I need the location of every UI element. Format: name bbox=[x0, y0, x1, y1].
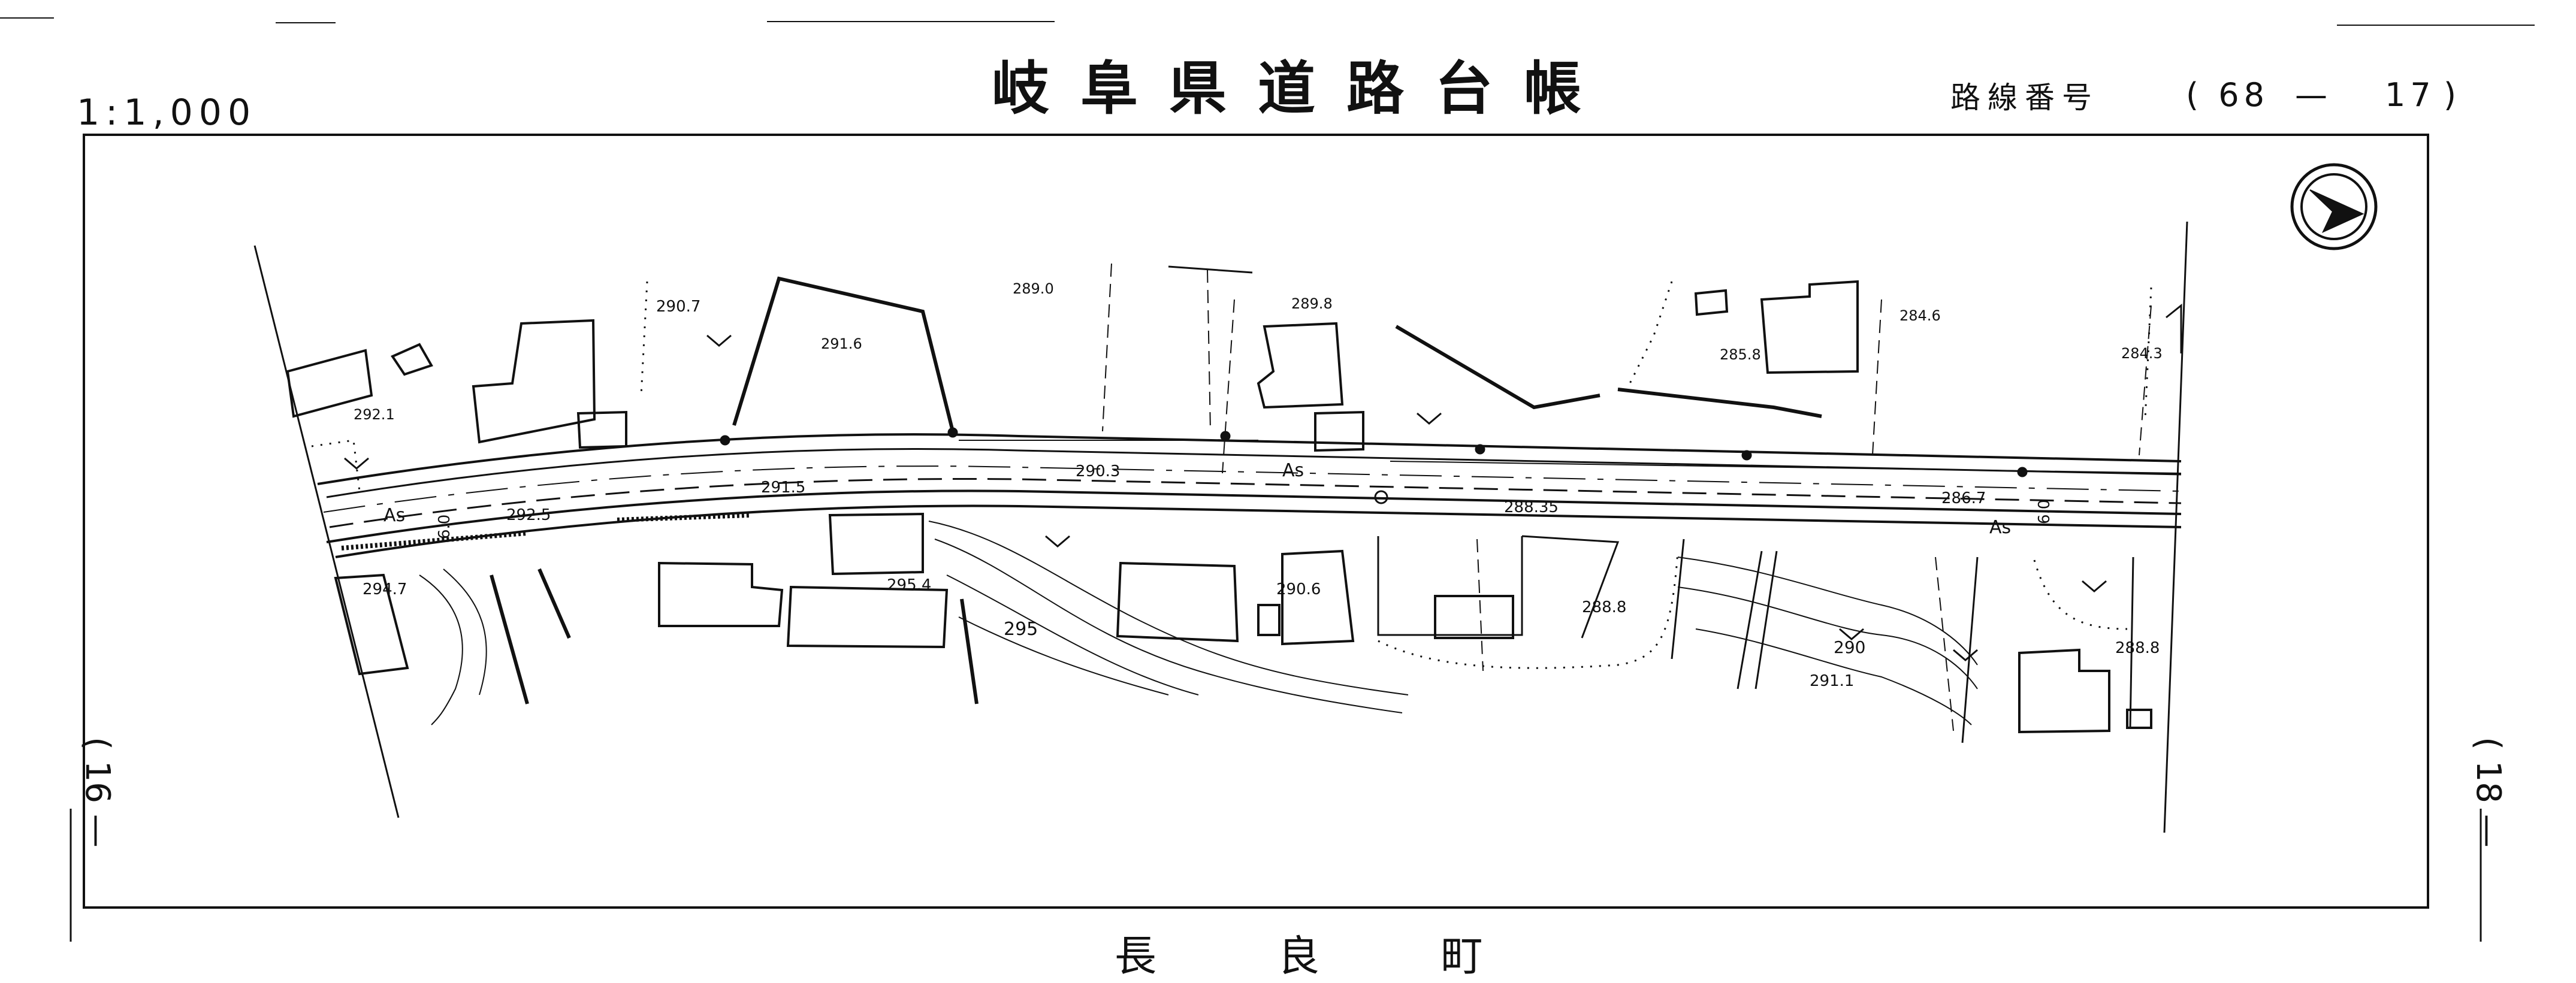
route-number-minor: 17 bbox=[2385, 76, 2436, 114]
parcel-lines bbox=[1168, 265, 2182, 743]
elevation-label: 295.4 bbox=[887, 576, 931, 594]
page-title: 岐阜県道路台帳 bbox=[992, 55, 1612, 122]
elevation-label: 284.3 bbox=[2121, 345, 2163, 362]
map-scale: 1:1,000 bbox=[77, 92, 257, 134]
contour-lines bbox=[419, 521, 1978, 725]
elevation-label: 286.7 bbox=[1941, 489, 1986, 507]
elevation-label: 284.6 bbox=[1899, 307, 1941, 324]
elevation-label: 290.3 bbox=[1076, 462, 1120, 480]
route-open-paren: ( bbox=[2186, 76, 2204, 114]
drawing-left-boundary bbox=[253, 245, 400, 818]
buildings-south bbox=[334, 512, 2152, 734]
guardrail-marks bbox=[341, 440, 2182, 551]
route-close-paren: ) bbox=[2444, 76, 2457, 114]
elevation-label: 291.5 bbox=[761, 479, 805, 497]
buildings-north bbox=[286, 280, 1859, 452]
surface-label: As bbox=[1282, 460, 1304, 481]
elevation-label: 285.8 bbox=[1720, 346, 1761, 363]
elevation-label: 291.6 bbox=[821, 335, 862, 352]
elevation-label: 288.35 bbox=[1504, 498, 1559, 516]
elevation-label: 294.7 bbox=[363, 580, 407, 598]
elevation-label: 289.8 bbox=[1291, 295, 1333, 312]
elevation-label: 292.1 bbox=[354, 406, 395, 423]
elevation-label: 292.5 bbox=[506, 506, 551, 524]
dotted-boundaries bbox=[311, 281, 2152, 669]
elevation-label: 290.6 bbox=[1276, 580, 1321, 598]
elevation-label: 288.8 bbox=[2115, 639, 2160, 657]
elevation-label: 289.0 bbox=[1013, 280, 1054, 297]
retaining-walls bbox=[490, 276, 1822, 704]
contour-label: 295 bbox=[1004, 619, 1038, 640]
elevation-label: 290.7 bbox=[656, 298, 700, 316]
surface-label: As bbox=[383, 505, 405, 526]
road-width-label: 6.0 bbox=[436, 515, 454, 539]
map-symbols bbox=[344, 334, 2107, 661]
route-number-label: 路線番号 bbox=[1950, 80, 2099, 115]
contour-label: 290 bbox=[1834, 637, 1865, 657]
road-map-drawing: 290.7 291.6 289.0 289.8 284.6 285.8 284.… bbox=[0, 17, 2535, 942]
elevation-label: 288.8 bbox=[1582, 598, 1626, 616]
road-carriageway bbox=[317, 433, 2182, 558]
map-labels: 290.7 291.6 289.0 289.8 284.6 285.8 284.… bbox=[354, 280, 2163, 690]
route-number-part-a: ( 68 bbox=[2186, 79, 2269, 111]
elevation-label: 291.1 bbox=[1810, 672, 1854, 690]
north-arrow-icon bbox=[2290, 163, 2378, 250]
route-number-major: 68 bbox=[2218, 76, 2269, 114]
road-width-label: 6.0 bbox=[2036, 500, 2053, 524]
route-number-separator: — bbox=[2295, 76, 2327, 114]
sheet-top-marks bbox=[0, 17, 2535, 26]
surface-label: As bbox=[1989, 517, 2011, 538]
property-lines bbox=[1102, 263, 2152, 731]
